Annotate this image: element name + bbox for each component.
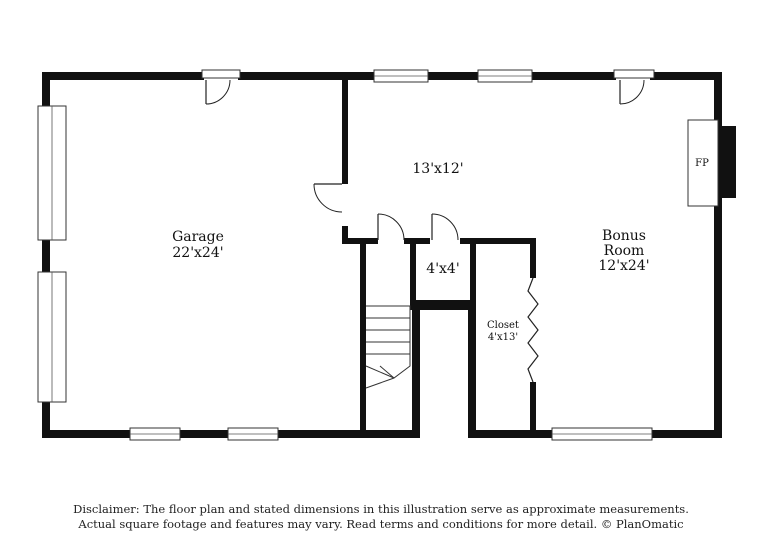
hall-dims: 13'x12' xyxy=(412,161,463,177)
door-garage-hall xyxy=(313,183,343,213)
window-bottom-1 xyxy=(129,427,181,441)
disclaimer-line-1: Disclaimer: The floor plan and stated di… xyxy=(73,502,689,516)
bonus-name-2: Room xyxy=(604,243,645,259)
wall-right xyxy=(714,72,722,438)
interior-walls xyxy=(342,80,536,438)
closet-name: Closet xyxy=(487,320,519,331)
garage-name: Garage xyxy=(172,229,224,245)
door-garage-top xyxy=(201,69,241,105)
wall-stair-drop-left xyxy=(412,310,420,438)
window-bottom-2 xyxy=(227,427,279,441)
door-closet-bifold xyxy=(527,277,539,383)
window-top-1 xyxy=(373,69,429,83)
bonus-dims: 12'x24' xyxy=(598,258,649,274)
door-small-closet xyxy=(431,213,459,241)
closet-dims: 4'x13' xyxy=(488,332,518,343)
fireplace-label: FP xyxy=(695,158,709,169)
windows xyxy=(37,69,653,441)
window-left-upper xyxy=(37,105,67,241)
disclaimer-line-2: Actual square footage and features may v… xyxy=(78,517,684,531)
door-bonus-top xyxy=(613,69,655,105)
small-closet-dims: 4'x4' xyxy=(426,261,459,277)
window-bottom-3 xyxy=(551,427,653,441)
room-labels: Garage 22'x24' 13'x12' 4'x4' Closet 4'x1… xyxy=(172,161,650,343)
doors xyxy=(201,69,655,383)
wall-left xyxy=(42,72,50,438)
window-top-2 xyxy=(477,69,533,83)
window-left-lower xyxy=(37,271,67,403)
garage-dims: 22'x24' xyxy=(172,245,223,261)
door-stair xyxy=(377,213,405,241)
stairs xyxy=(365,305,411,389)
bonus-name-1: Bonus xyxy=(602,228,646,244)
fireplace: FP xyxy=(687,119,736,207)
